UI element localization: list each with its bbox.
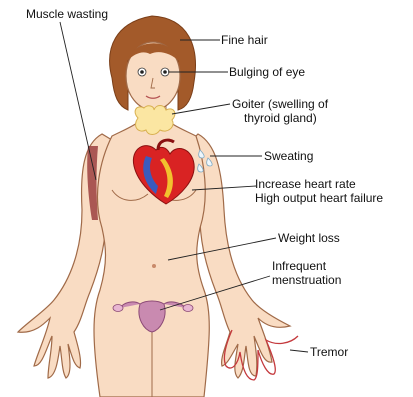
label-bulging-eye: Bulging of eye xyxy=(229,66,305,79)
label-fine-hair: Fine hair xyxy=(221,34,268,47)
label-heart-rate: Increase heart rate xyxy=(255,178,356,191)
navel xyxy=(152,264,156,268)
label-tremor: Tremor xyxy=(310,346,348,359)
label-weight-loss: Weight loss xyxy=(278,232,340,245)
label-menstruation-2: menstruation xyxy=(272,274,341,287)
ovary-left xyxy=(183,305,193,312)
label-menstruation-1: Infrequent xyxy=(272,260,326,273)
label-heart-failure: High output heart failure xyxy=(255,192,383,205)
ovary-right xyxy=(113,305,123,312)
label-muscle-wasting: Muscle wasting xyxy=(26,8,108,21)
leader-muscle xyxy=(60,22,96,180)
label-goiter-1: Goiter (swelling of xyxy=(232,98,328,111)
label-sweating: Sweating xyxy=(264,150,313,163)
label-goiter-2: thyroid gland) xyxy=(244,112,317,125)
leader-tremor xyxy=(290,350,308,352)
goiter xyxy=(135,106,175,135)
